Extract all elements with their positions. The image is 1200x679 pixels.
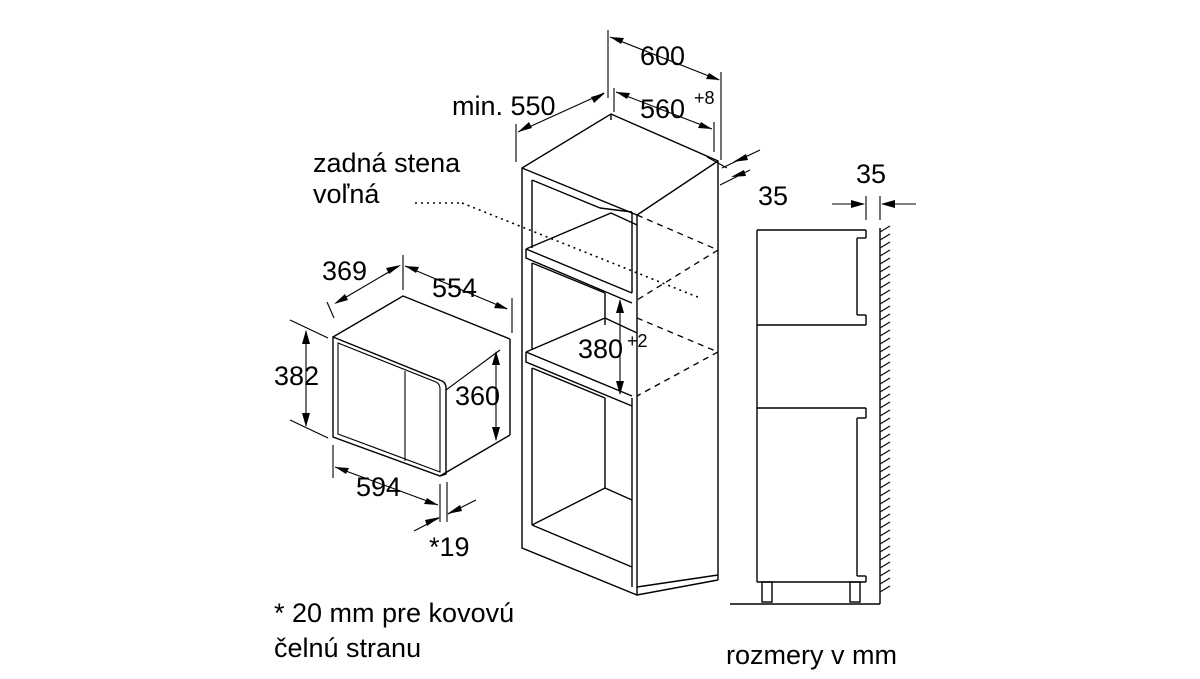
wall-hatch-line	[879, 353, 891, 361]
wall-hatch-line	[879, 289, 891, 297]
wall-hatch-line	[879, 345, 891, 353]
wall-hatch-line	[879, 545, 891, 553]
labels: 369 554 382 360 594 *19 600 min. 550 560…	[274, 41, 897, 670]
wall-hatch-line	[879, 401, 891, 409]
wall-hatch-line	[879, 233, 891, 241]
units-label: rozmery v mm	[726, 640, 897, 670]
wall-hatch-line	[879, 321, 891, 329]
dim-19: *19	[429, 532, 470, 562]
footnote-line-2: čelnú stranu	[274, 633, 421, 663]
wall-hatch	[879, 225, 891, 593]
wall-hatch-line	[879, 561, 891, 569]
dim-min-550: min. 550	[452, 91, 556, 121]
dim-554: 554	[432, 273, 477, 303]
dim-35-back: 35	[758, 181, 788, 211]
wall-hatch-line	[879, 425, 891, 433]
dim-560: 560	[640, 94, 685, 124]
wall-hatch-line	[879, 369, 891, 377]
wall-hatch-line	[879, 337, 891, 345]
wall-hatch-line	[879, 489, 891, 497]
wall-hatch-line	[879, 481, 891, 489]
wall-hatch-line	[879, 441, 891, 449]
wall-hatch-line	[879, 305, 891, 313]
wall-hatch-line	[879, 249, 891, 257]
wall-hatch-line	[879, 281, 891, 289]
wall-hatch-line	[879, 265, 891, 273]
wall-hatch-line	[879, 529, 891, 537]
wall-hatch-line	[879, 241, 891, 249]
side-view-drawing	[730, 196, 916, 605]
wall-hatch-line	[879, 225, 891, 233]
wall-hatch-line	[879, 497, 891, 505]
wall-hatch-line	[879, 553, 891, 561]
dim-380: 380	[578, 334, 623, 364]
wall-hatch-line	[879, 513, 891, 521]
wall-hatch-line	[879, 433, 891, 441]
wall-hatch-line	[879, 361, 891, 369]
wall-hatch-line	[879, 273, 891, 281]
microwave-drawing	[332, 295, 511, 477]
wall-hatch-line	[879, 585, 891, 593]
wall-hatch-line	[879, 473, 891, 481]
wall-hatch-line	[879, 505, 891, 513]
dim-380-tolerance: +2	[627, 331, 648, 351]
dim-600: 600	[640, 41, 685, 71]
wall-hatch-line	[879, 377, 891, 385]
wall-hatch-line	[879, 409, 891, 417]
dim-594: 594	[356, 472, 401, 502]
wall-hatch-line	[879, 577, 891, 585]
wall-hatch-line	[879, 297, 891, 305]
footnote-line-1: * 20 mm pre kovovú	[274, 598, 514, 628]
wall-hatch-line	[879, 257, 891, 265]
wall-hatch-line	[879, 393, 891, 401]
dim-560-tolerance: +8	[694, 88, 715, 108]
cabinet-drawing	[521, 113, 728, 596]
wall-hatch-line	[879, 465, 891, 473]
microwave-dimensions	[289, 255, 513, 532]
wall-hatch-line	[879, 537, 891, 545]
dim-360: 360	[455, 381, 500, 411]
wall-hatch-line	[879, 457, 891, 465]
back-wall-label-2: voľná	[313, 179, 380, 209]
wall-hatch-line	[879, 313, 891, 321]
cabinet-dimensions	[415, 30, 761, 395]
wall-hatch-line	[879, 385, 891, 393]
wall-hatch-line	[879, 449, 891, 457]
back-wall-label-1: zadná stena	[313, 148, 461, 178]
wall-hatch-line	[879, 417, 891, 425]
dim-382: 382	[274, 361, 319, 391]
dim-35-side: 35	[856, 159, 886, 189]
dim-369: 369	[322, 256, 367, 286]
wall-hatch-line	[879, 521, 891, 529]
wall-hatch-line	[879, 569, 891, 577]
wall-hatch-line	[879, 329, 891, 337]
